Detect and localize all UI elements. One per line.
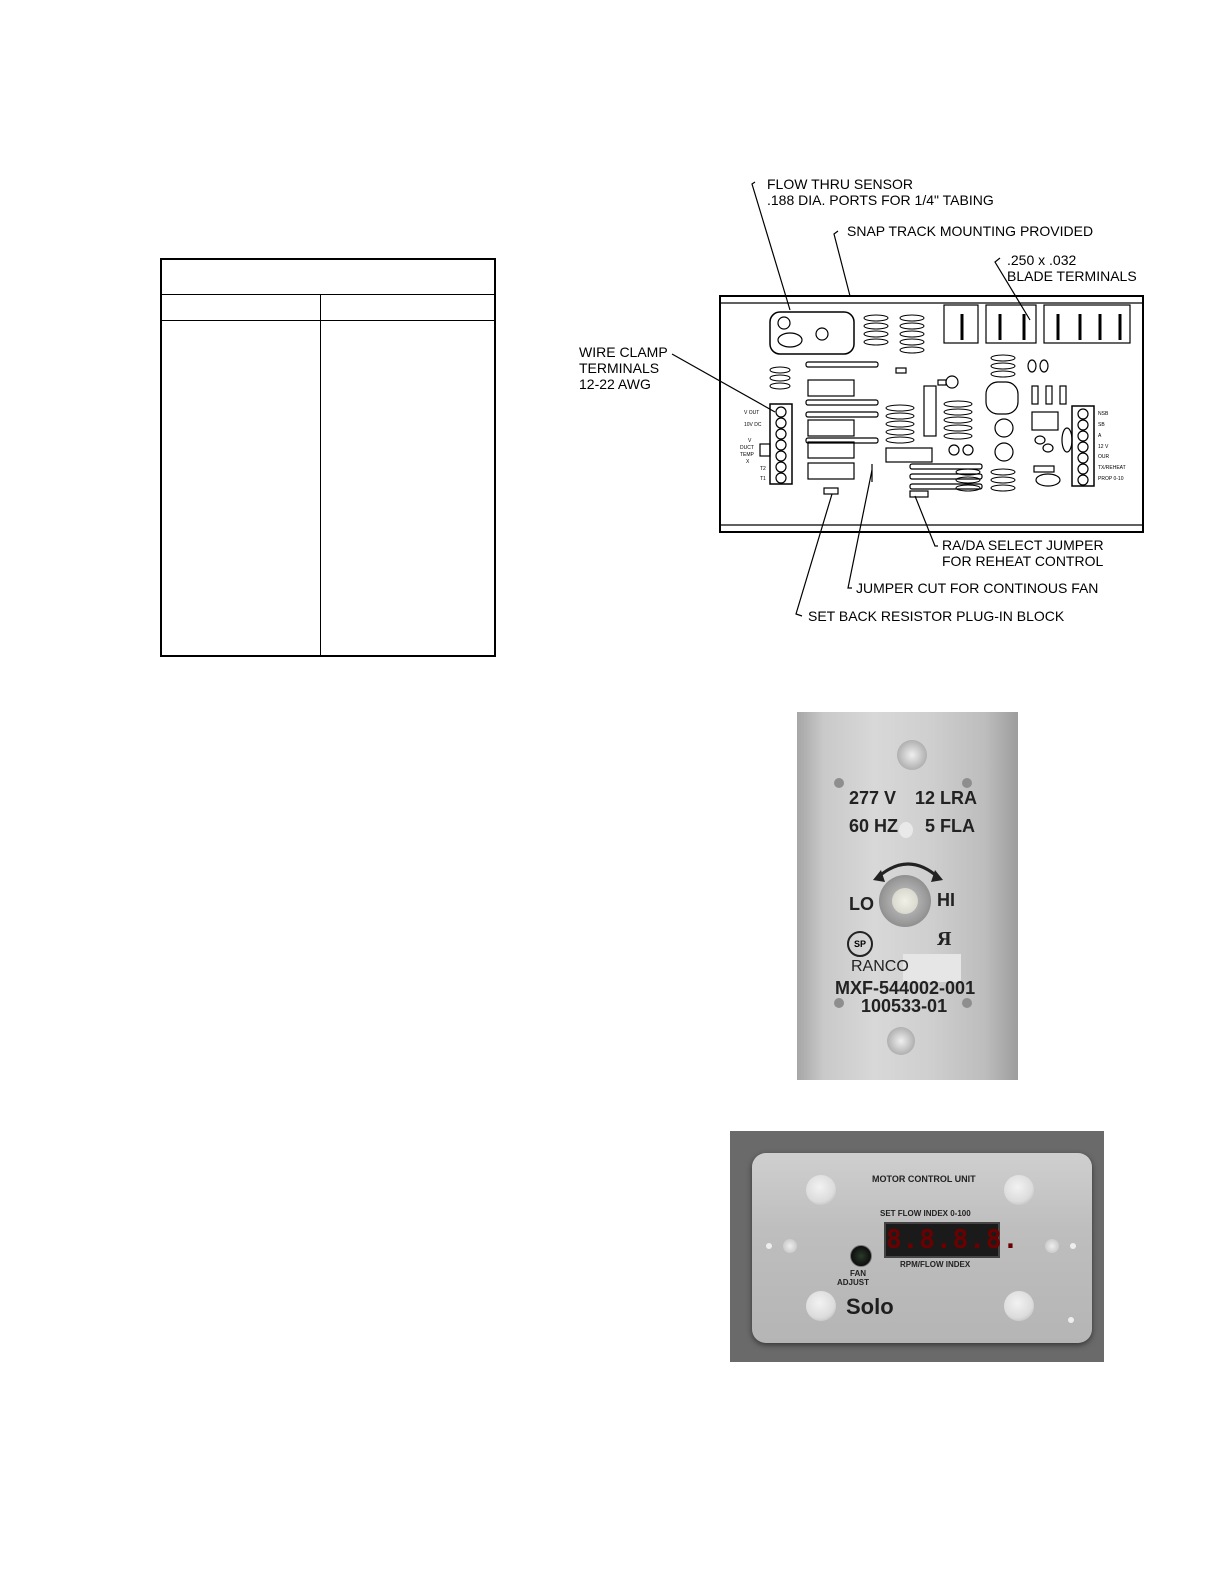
board-label-nsb: NSB	[1098, 411, 1109, 417]
screw-icon	[1068, 1317, 1074, 1323]
board-label-x: X	[746, 459, 750, 465]
screw-icon	[1070, 1243, 1076, 1249]
speed-knob[interactable]	[879, 875, 931, 927]
board-label-a: A	[1098, 433, 1102, 439]
plate-lra: 12 LRA	[915, 788, 978, 808]
leader-flow-sensor	[751, 181, 791, 311]
callout-blade-terminals: .250 x .032 BLADE TERMINALS	[1007, 252, 1137, 284]
mounting-hole	[1004, 1291, 1034, 1321]
ul-logo-icon: Я	[937, 928, 952, 950]
knob-shaft	[892, 888, 918, 914]
display-digits-right: 8.8.	[952, 1225, 1020, 1255]
callout-ra-da-jumper: RA/DA SELECT JUMPER FOR REHEAT CONTROL	[942, 537, 1104, 569]
mcu-faceplate: MOTOR CONTROL UNIT SET FLOW INDEX 0-100 …	[752, 1153, 1092, 1343]
callout-snap-track: SNAP TRACK MOUNTING PROVIDED	[847, 223, 1094, 239]
board-label-our: OUR	[1098, 454, 1110, 460]
callout-flow-sensor-line2: .188 DIA. PORTS FOR 1/4" TABING	[767, 192, 994, 208]
screw-icon	[962, 778, 972, 788]
callout-wire-clamp-line1: WIRE CLAMP	[579, 344, 668, 360]
board-label-duct: DUCT	[740, 445, 754, 451]
screw-icon	[834, 778, 844, 788]
rivet-icon	[899, 822, 913, 838]
fan-speed-plate-photo: 277 V 12 LRA 60 HZ 5 FLA LO HI SP Я RANC…	[797, 712, 1018, 1080]
callout-jumper-line1: RA/DA SELECT JUMPER	[942, 537, 1104, 553]
rotate-arrow-icon	[873, 862, 943, 882]
mcu-brand: Solo	[846, 1294, 894, 1319]
table-header	[162, 260, 494, 295]
leader-wire-clamp	[671, 353, 776, 413]
callout-flow-sensor-line1: FLOW THRU SENSOR	[767, 176, 913, 192]
leader-blade	[994, 257, 1031, 321]
mounting-hole	[1004, 1175, 1034, 1205]
csa-logo-icon: SP	[847, 931, 873, 957]
table-column-divider	[320, 294, 321, 655]
mounting-hole	[806, 1291, 836, 1321]
board-label-10v-dc: 10V DC	[744, 422, 762, 428]
callout-flow-sensor: FLOW THRU SENSOR .188 DIA. PORTS FOR 1/4…	[767, 176, 994, 208]
mcu-title: MOTOR CONTROL UNIT	[872, 1174, 976, 1184]
callout-jumper-line2: FOR REHEAT CONTROL	[942, 553, 1104, 569]
bottom-bolt	[887, 1027, 915, 1055]
plate-hz: 60 HZ	[849, 816, 899, 836]
fan-adjust-line1: FAN	[850, 1269, 866, 1278]
plate-brand: RANCO	[851, 958, 909, 975]
plate-model: MXF-544002-001	[835, 978, 976, 998]
board-label-v-out: V OUT	[744, 410, 759, 416]
fan-adjust-line2: ADJUST	[837, 1278, 870, 1287]
plate-part-number: 100533-01	[861, 996, 948, 1016]
board-label-v: V	[748, 438, 752, 444]
mounting-hole	[806, 1175, 836, 1205]
fan-adjust-knob[interactable]	[850, 1245, 872, 1267]
spec-table	[160, 258, 496, 657]
callout-setback-resistor: SET BACK RESISTOR PLUG-IN BLOCK	[808, 608, 1065, 624]
board-label-prop: PROP 0-10	[1098, 476, 1124, 482]
fan-adjust-label: FAN ADJUST	[837, 1269, 869, 1287]
circuit-board-diagram: V OUT 10V DC V DUCT TEMP X T2 T1 NSB SB …	[671, 181, 1144, 617]
callout-blade-line2: BLADE TERMINALS	[1007, 268, 1137, 284]
leader-setback	[795, 493, 833, 617]
blank-label-sticker	[903, 954, 961, 982]
table-column-header-row	[162, 294, 494, 321]
plate-hi-label: HI	[937, 890, 955, 910]
motor-control-unit-photo: MOTOR CONTROL UNIT SET FLOW INDEX 0-100 …	[730, 1131, 1104, 1362]
screw-icon	[766, 1243, 772, 1249]
screw-icon	[834, 998, 844, 1008]
plate-fla: 5 FLA	[925, 816, 976, 836]
board-label-12v: 12 V	[1098, 444, 1109, 450]
display-digits-left: 8.8.	[886, 1225, 953, 1255]
plate-voltage: 277 V	[849, 788, 897, 808]
leader-jumper-cut	[847, 469, 873, 589]
screw-icon	[962, 998, 972, 1008]
callout-wire-clamp-line3: 12-22 AWG	[579, 376, 651, 392]
board-label-t1: T1	[760, 476, 766, 482]
callout-jumper-cut: JUMPER CUT FOR CONTINOUS FAN	[856, 580, 1099, 596]
callout-wire-clamp-line2: TERMINALS	[579, 360, 660, 376]
top-bolt	[897, 740, 927, 770]
mcu-rpm-label: RPM/FLOW INDEX	[900, 1260, 971, 1269]
board-label-t2: T2	[760, 466, 766, 472]
rpm-flow-display: 8.8. 8.8.	[884, 1222, 1018, 1258]
board-label-sb: SB	[1098, 422, 1105, 428]
callout-blade-line1: .250 x .032	[1007, 252, 1077, 268]
mcu-set-flow-label: SET FLOW INDEX 0-100	[880, 1209, 971, 1218]
plate-lo-label: LO	[849, 894, 874, 914]
board-label-tx-reheat: TX/REHEAT	[1098, 465, 1126, 471]
leader-jumper	[914, 495, 938, 547]
mounting-hole	[783, 1239, 797, 1253]
mounting-hole	[1045, 1239, 1059, 1253]
callout-wire-clamp: WIRE CLAMP TERMINALS 12-22 AWG	[579, 344, 668, 392]
leader-snap-track	[833, 230, 851, 297]
board-label-temp: TEMP	[740, 452, 755, 458]
